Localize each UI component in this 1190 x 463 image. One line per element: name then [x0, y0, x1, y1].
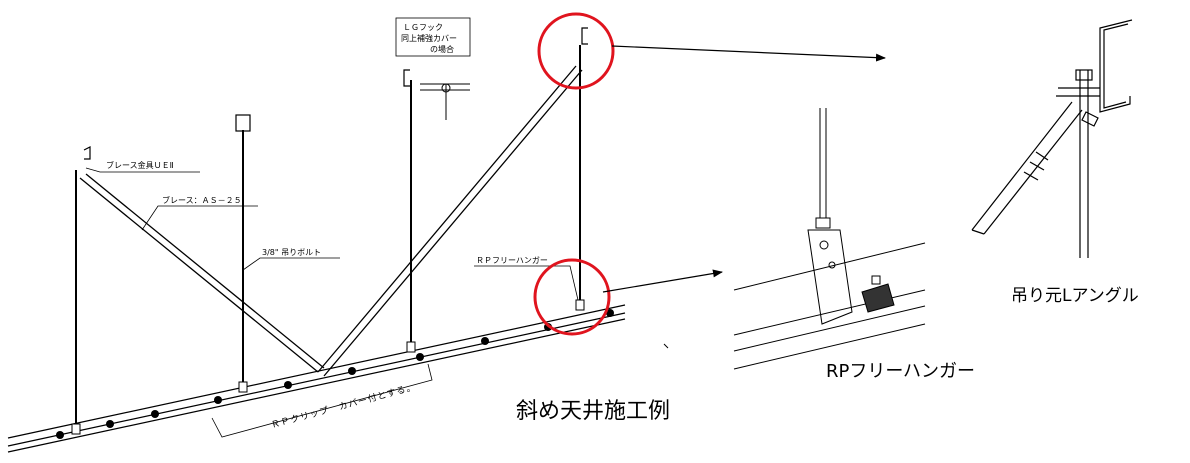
- sloped-ceiling-bar: [7, 304, 626, 453]
- lg-hook-label-box: ＬＧフック 同上補強カバー の場合: [395, 17, 471, 57]
- bolt-nuts: [71, 299, 585, 435]
- rp-free-hanger-detail: [733, 108, 926, 370]
- callout-arrows: [602, 45, 886, 293]
- lg-hook-label-2: 同上補強カバー: [401, 33, 457, 43]
- ceiling-clips: [56, 309, 614, 439]
- brace-fitting-label: ブレース金具ＵＥⅡ: [106, 160, 174, 170]
- anchor-angle-detail: [971, 19, 1133, 258]
- highlight-circles: [533, 12, 615, 336]
- anchor-angle-detail-label: 吊り元Lアングル: [1011, 286, 1139, 306]
- rp-free-hanger-label: ＲＰフリーハンガー: [476, 255, 548, 265]
- label-leaders: [85, 167, 579, 301]
- rp-clip-bracket: [211, 363, 433, 438]
- brace-label: ブレース：ＡＳ－２５: [162, 195, 242, 205]
- hanging-bolt-label: 3/8" 吊りボルト: [262, 248, 321, 257]
- lg-hook-label-1: ＬＧフック: [403, 23, 443, 32]
- top-anchors: [83, 27, 588, 160]
- lg-hook-detail: [420, 83, 470, 120]
- rp-clip-note: ＲＰクリップ カバー付とする。: [270, 382, 417, 431]
- braces: [79, 65, 583, 377]
- diagram-title: 斜め天井施工例: [516, 399, 670, 424]
- lg-hook-label-3: の場合: [430, 44, 454, 54]
- rp-free-hanger-detail-label: RPフリーハンガー: [826, 361, 975, 382]
